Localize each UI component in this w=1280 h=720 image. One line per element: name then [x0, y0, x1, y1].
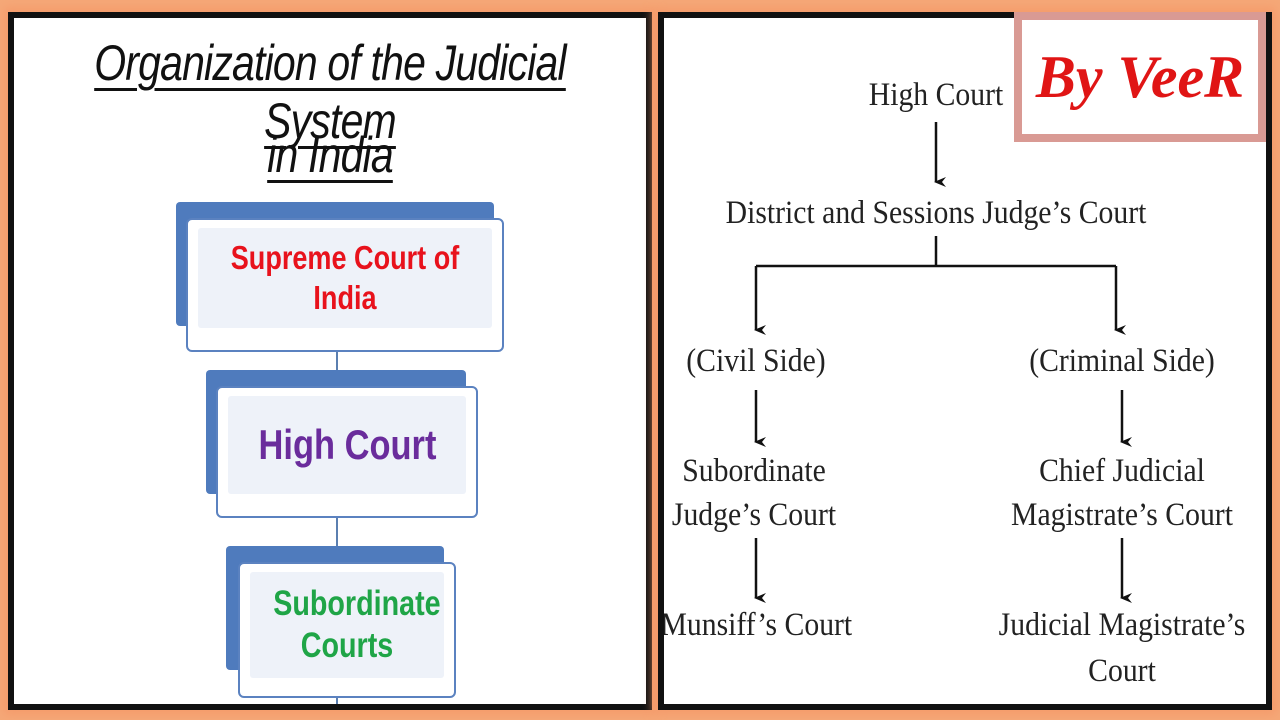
node-judicial-magistrate-line1: Judicial Magistrate’s — [998, 607, 1246, 643]
title-line-1: Organization of the Judicial System — [94, 35, 566, 149]
title-line-2: in India — [267, 127, 393, 183]
node-district-sessions: District and Sessions Judge’s Court — [725, 195, 1147, 231]
node-judicial-magistrate-line2: Court — [1088, 653, 1156, 689]
author-badge: By VeeR — [1014, 12, 1266, 142]
node-high-court: High Court — [868, 77, 1004, 113]
node-chief-judicial-line2: Magistrate’s Court — [1011, 497, 1233, 533]
node-chief-judicial-line1: Chief Judicial — [1039, 453, 1205, 489]
node-subordinate-judge-line1: Subordinate — [682, 453, 826, 489]
flowchart-arrows — [754, 122, 1132, 603]
level-2-box: High Court — [216, 386, 478, 518]
node-criminal-side: (Criminal Side) — [1029, 343, 1215, 379]
level-3-box: Subordinate Courts — [238, 562, 456, 698]
hierarchy-connector-line — [336, 348, 338, 704]
left-panel: Organization of the Judicial System in I… — [8, 12, 652, 710]
author-badge-text: By VeeR — [1022, 20, 1258, 134]
level-1-label: Supreme Court of India — [198, 228, 492, 328]
level-2-label: High Court — [228, 396, 466, 494]
node-munsiff-court: Munsiff’s Court — [660, 607, 853, 643]
node-subordinate-judge-line2: Judge’s Court — [671, 497, 837, 533]
node-civil-side: (Civil Side) — [686, 343, 826, 379]
level-3-label: Subordinate Courts — [250, 572, 444, 678]
level-1-box: Supreme Court of India — [186, 218, 504, 352]
